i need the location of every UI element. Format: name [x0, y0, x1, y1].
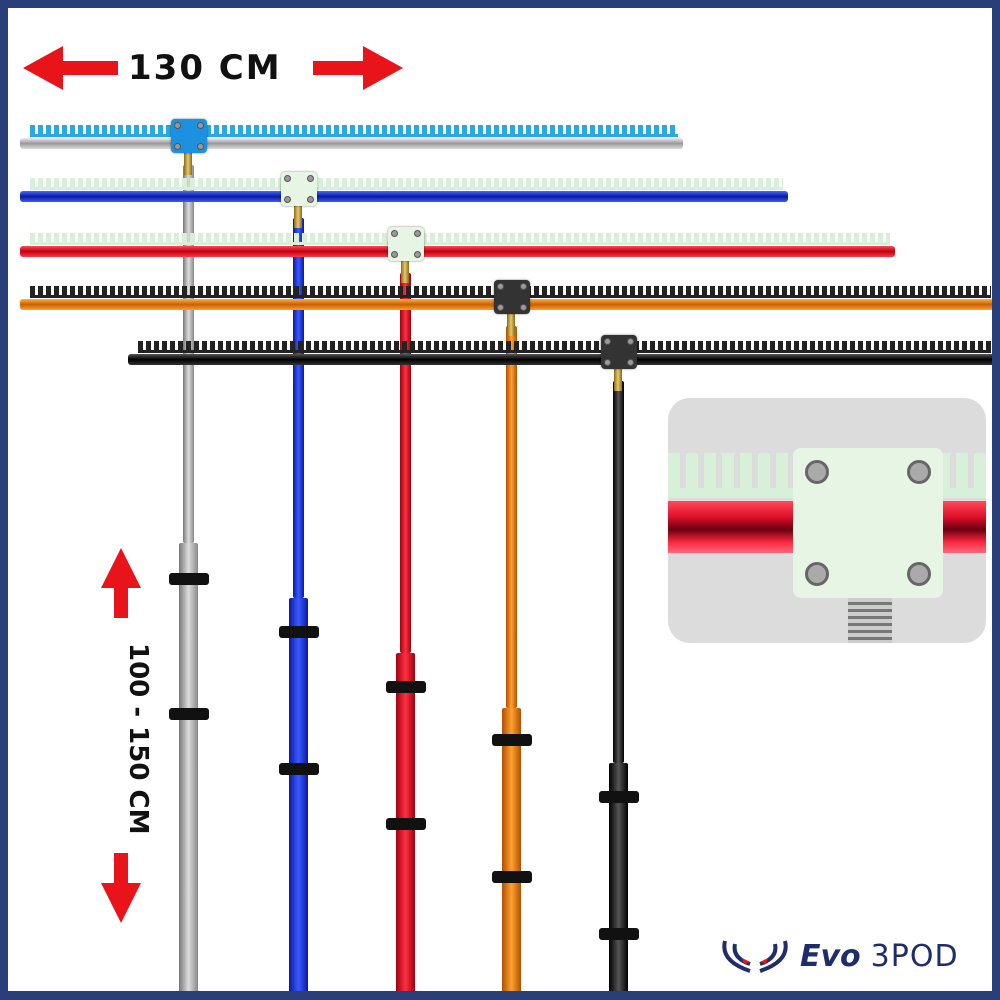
silver-clamp: [171, 119, 207, 153]
silver-crossbar: [20, 138, 683, 149]
arrow-left-icon: [23, 46, 63, 90]
silver-pole-lock-knob: [169, 573, 209, 585]
red-pole-lock-knob: [386, 818, 426, 830]
blue-bar-teeth: [30, 178, 783, 190]
width-label: 130 CM: [128, 48, 282, 88]
arrow-down-icon: [101, 883, 141, 923]
black-pole-lock-knob: [599, 791, 639, 803]
evo3pod-logo: Evo 3POD: [720, 936, 959, 976]
blue-clamp: [281, 172, 317, 206]
orange-pole-lower: [502, 708, 521, 991]
italian-flag-stripe: [872, 991, 952, 1000]
black-bar-teeth: [138, 341, 991, 353]
arrow-up-icon: [101, 548, 141, 588]
red-bar-teeth: [30, 233, 890, 245]
blue-pole-lock-knob: [279, 763, 319, 775]
arrow-right-icon: [363, 46, 403, 90]
black-crossbar: [128, 354, 992, 365]
arrow-shaft-up: [114, 583, 128, 618]
red-clamp: [388, 227, 424, 261]
orange-pole-lock-knob: [492, 734, 532, 746]
clamp-block: [793, 448, 943, 598]
black-clamp-stem: [614, 369, 622, 391]
logo-emblem-icon: [722, 940, 788, 973]
red-crossbar: [20, 246, 895, 257]
logo-text-evo: Evo: [800, 938, 861, 974]
height-label: 100 - 150 CM: [123, 643, 153, 835]
arrow-shaft-left: [58, 61, 118, 75]
silver-pole-lock-knob: [169, 708, 209, 720]
blue-crossbar: [20, 191, 788, 202]
arrow-shaft-down: [114, 853, 128, 888]
orange-clamp-stem: [507, 314, 515, 336]
silver-pole-lower: [179, 543, 198, 991]
blue-pole-lock-knob: [279, 626, 319, 638]
orange-pole-lock-knob: [492, 871, 532, 883]
bolt-icon: [848, 598, 892, 643]
red-clamp-stem: [401, 261, 409, 283]
black-pole-upper: [613, 381, 624, 763]
silver-bar-teeth: [30, 125, 678, 137]
orange-pole-upper: [506, 326, 517, 708]
red-pole-lock-knob: [386, 681, 426, 693]
black-clamp: [601, 335, 637, 369]
arrow-shaft-right: [313, 61, 368, 75]
silver-clamp-stem: [184, 153, 192, 175]
blue-pole-lower: [289, 598, 308, 991]
orange-clamp: [494, 280, 530, 314]
logo-text-3pod: 3POD: [870, 938, 959, 974]
clamp-detail-inset: [668, 398, 986, 643]
black-pole-lock-knob: [599, 928, 639, 940]
red-pole-upper: [400, 273, 411, 653]
blue-pole-upper: [293, 218, 304, 598]
blue-clamp-stem: [294, 206, 302, 228]
